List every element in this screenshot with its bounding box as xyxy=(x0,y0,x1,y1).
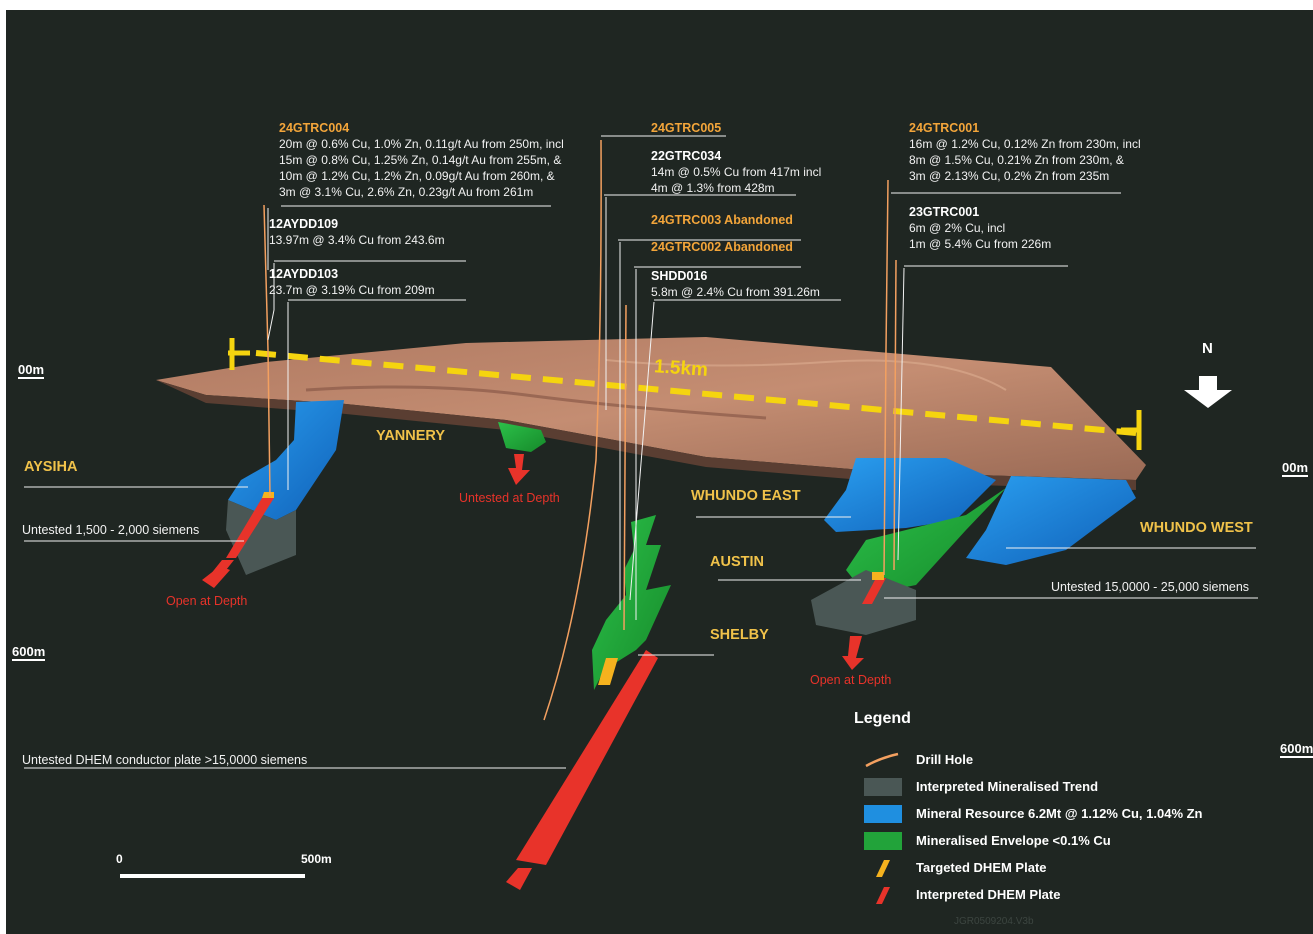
drill-hole-callout: 24GTRC003 Abandoned xyxy=(651,212,793,228)
depth-left-bottom: 600m xyxy=(12,644,45,661)
drill-hole-intercept: 23.7m @ 3.19% Cu from 209m xyxy=(269,282,435,298)
zone-whundo-west: WHUNDO WEST xyxy=(1140,520,1253,536)
scale-end: 500m xyxy=(301,852,332,866)
legend-label: Drill Hole xyxy=(916,752,973,767)
note-yannery-untested: Untested at Depth xyxy=(459,491,560,505)
drill-hole-intercept: 15m @ 0.8% Cu, 1.25% Zn, 0.14g/t Au from… xyxy=(279,152,564,168)
legend-item: Targeted DHEM Plate xyxy=(854,856,1254,878)
drill-hole-intercept: 5.8m @ 2.4% Cu from 391.26m xyxy=(651,284,820,300)
interpreted-plate-icon xyxy=(862,885,902,905)
legend-item: Interpreted DHEM Plate xyxy=(854,883,1254,905)
depth-right-top: 00m xyxy=(1282,460,1308,477)
scale-bar-line xyxy=(120,874,305,878)
drill-hole-id: 12AYDD103 xyxy=(269,266,435,282)
zone-yannery: YANNERY xyxy=(376,428,445,444)
envelope-icon xyxy=(862,831,902,851)
note-whundo-open: Open at Depth xyxy=(810,673,891,687)
watermark: JGR0509204.V3b xyxy=(954,916,1034,927)
legend-label: Interpreted Mineralised Trend xyxy=(916,779,1098,794)
targeted-plate-icon xyxy=(862,858,902,878)
trend-icon xyxy=(862,777,902,797)
legend-label: Mineralised Envelope <0.1% Cu xyxy=(916,833,1111,848)
depth-right-bottom: 600m xyxy=(1280,741,1313,758)
drill-hole-intercept: 3m @ 3.1% Cu, 2.6% Zn, 0.23g/t Au from 2… xyxy=(279,184,564,200)
drill-hole-id: 24GTRC001 xyxy=(909,120,1141,136)
zone-shelby: SHELBY xyxy=(710,627,769,643)
drill-hole-intercept: 10m @ 1.2% Cu, 1.2% Zn, 0.09g/t Au from … xyxy=(279,168,564,184)
north-label: N xyxy=(1202,340,1213,357)
drill-hole-callout: 24GTRC005 xyxy=(651,120,721,136)
scale-start: 0 xyxy=(116,852,123,866)
note-whundo-untested: Untested 15,0000 - 25,000 siemens xyxy=(1051,580,1249,594)
drill-hole-intercept: 1m @ 5.4% Cu from 226m xyxy=(909,236,1051,252)
whundo-west-body xyxy=(966,476,1136,565)
drill-hole-intercept: 20m @ 0.6% Cu, 1.0% Zn, 0.11g/t Au from … xyxy=(279,136,564,152)
drill-hole-intercept: 13.97m @ 3.4% Cu from 243.6m xyxy=(269,232,445,248)
north-arrow-icon xyxy=(1184,376,1232,408)
drill-hole-intercept: 8m @ 1.5% Cu, 0.21% Zn from 230m, & xyxy=(909,152,1141,168)
legend-title: Legend xyxy=(854,710,1254,728)
drill-hole-id: 24GTRC002 Abandoned xyxy=(651,239,793,255)
drill-hole-callout: 24GTRC002 Abandoned xyxy=(651,239,793,255)
drill-hole-intercept: 4m @ 1.3% from 428m xyxy=(651,180,821,196)
drill-hole-id: 22GTRC034 xyxy=(651,148,821,164)
drill-hole-id: 12AYDD109 xyxy=(269,216,445,232)
legend-item: Interpreted Mineralised Trend xyxy=(854,775,1254,797)
legend-item: Mineralised Envelope <0.1% Cu xyxy=(854,829,1254,851)
drill-hole-intercept: 3m @ 2.13% Cu, 0.2% Zn from 235m xyxy=(909,168,1141,184)
drill-hole-intercept: 16m @ 1.2% Cu, 0.12% Zn from 230m, incl xyxy=(909,136,1141,152)
zone-aysiha: AYSIHA xyxy=(24,459,77,475)
drill-hole-id: 24GTRC005 xyxy=(651,120,721,136)
resource-icon xyxy=(862,804,902,824)
aysiha-open-arrow-icon xyxy=(202,566,230,588)
drill-hole-intercept: 14m @ 0.5% Cu from 417m incl xyxy=(651,164,821,180)
note-aysiha-open: Open at Depth xyxy=(166,594,247,608)
whundo-open-arrow-icon xyxy=(842,636,864,670)
legend-item: Mineral Resource 6.2Mt @ 1.12% Cu, 1.04%… xyxy=(854,802,1254,824)
legend-label: Mineral Resource 6.2Mt @ 1.12% Cu, 1.04%… xyxy=(916,806,1203,821)
drill-hole-id: SHDD016 xyxy=(651,268,820,284)
legend-item: Drill Hole xyxy=(854,748,1254,770)
note-aysiha-untested: Untested 1,500 - 2,000 siemens xyxy=(22,523,199,537)
depth-left-top: 00m xyxy=(18,362,44,379)
drill-hole-id: 24GTRC003 Abandoned xyxy=(651,212,793,228)
legend-label: Interpreted DHEM Plate xyxy=(916,887,1060,902)
drill-hole-icon xyxy=(862,750,902,770)
drill-hole-intercept: 6m @ 2% Cu, incl xyxy=(909,220,1051,236)
note-dhem-plate: Untested DHEM conductor plate >15,0000 s… xyxy=(22,753,307,767)
shelby-body xyxy=(506,515,671,890)
drill-hole-id: 23GTRC001 xyxy=(909,204,1051,220)
drill-hole-id: 24GTRC004 xyxy=(279,120,564,136)
section-distance: 1.5km xyxy=(653,356,708,382)
legend-label: Targeted DHEM Plate xyxy=(916,860,1047,875)
zone-austin: AUSTIN xyxy=(710,554,764,570)
yannery-arrow-icon xyxy=(508,454,530,485)
zone-whundo-east: WHUNDO EAST xyxy=(691,488,801,504)
aysiha-body xyxy=(206,400,344,580)
scale-bar: 0 500m xyxy=(116,852,316,892)
